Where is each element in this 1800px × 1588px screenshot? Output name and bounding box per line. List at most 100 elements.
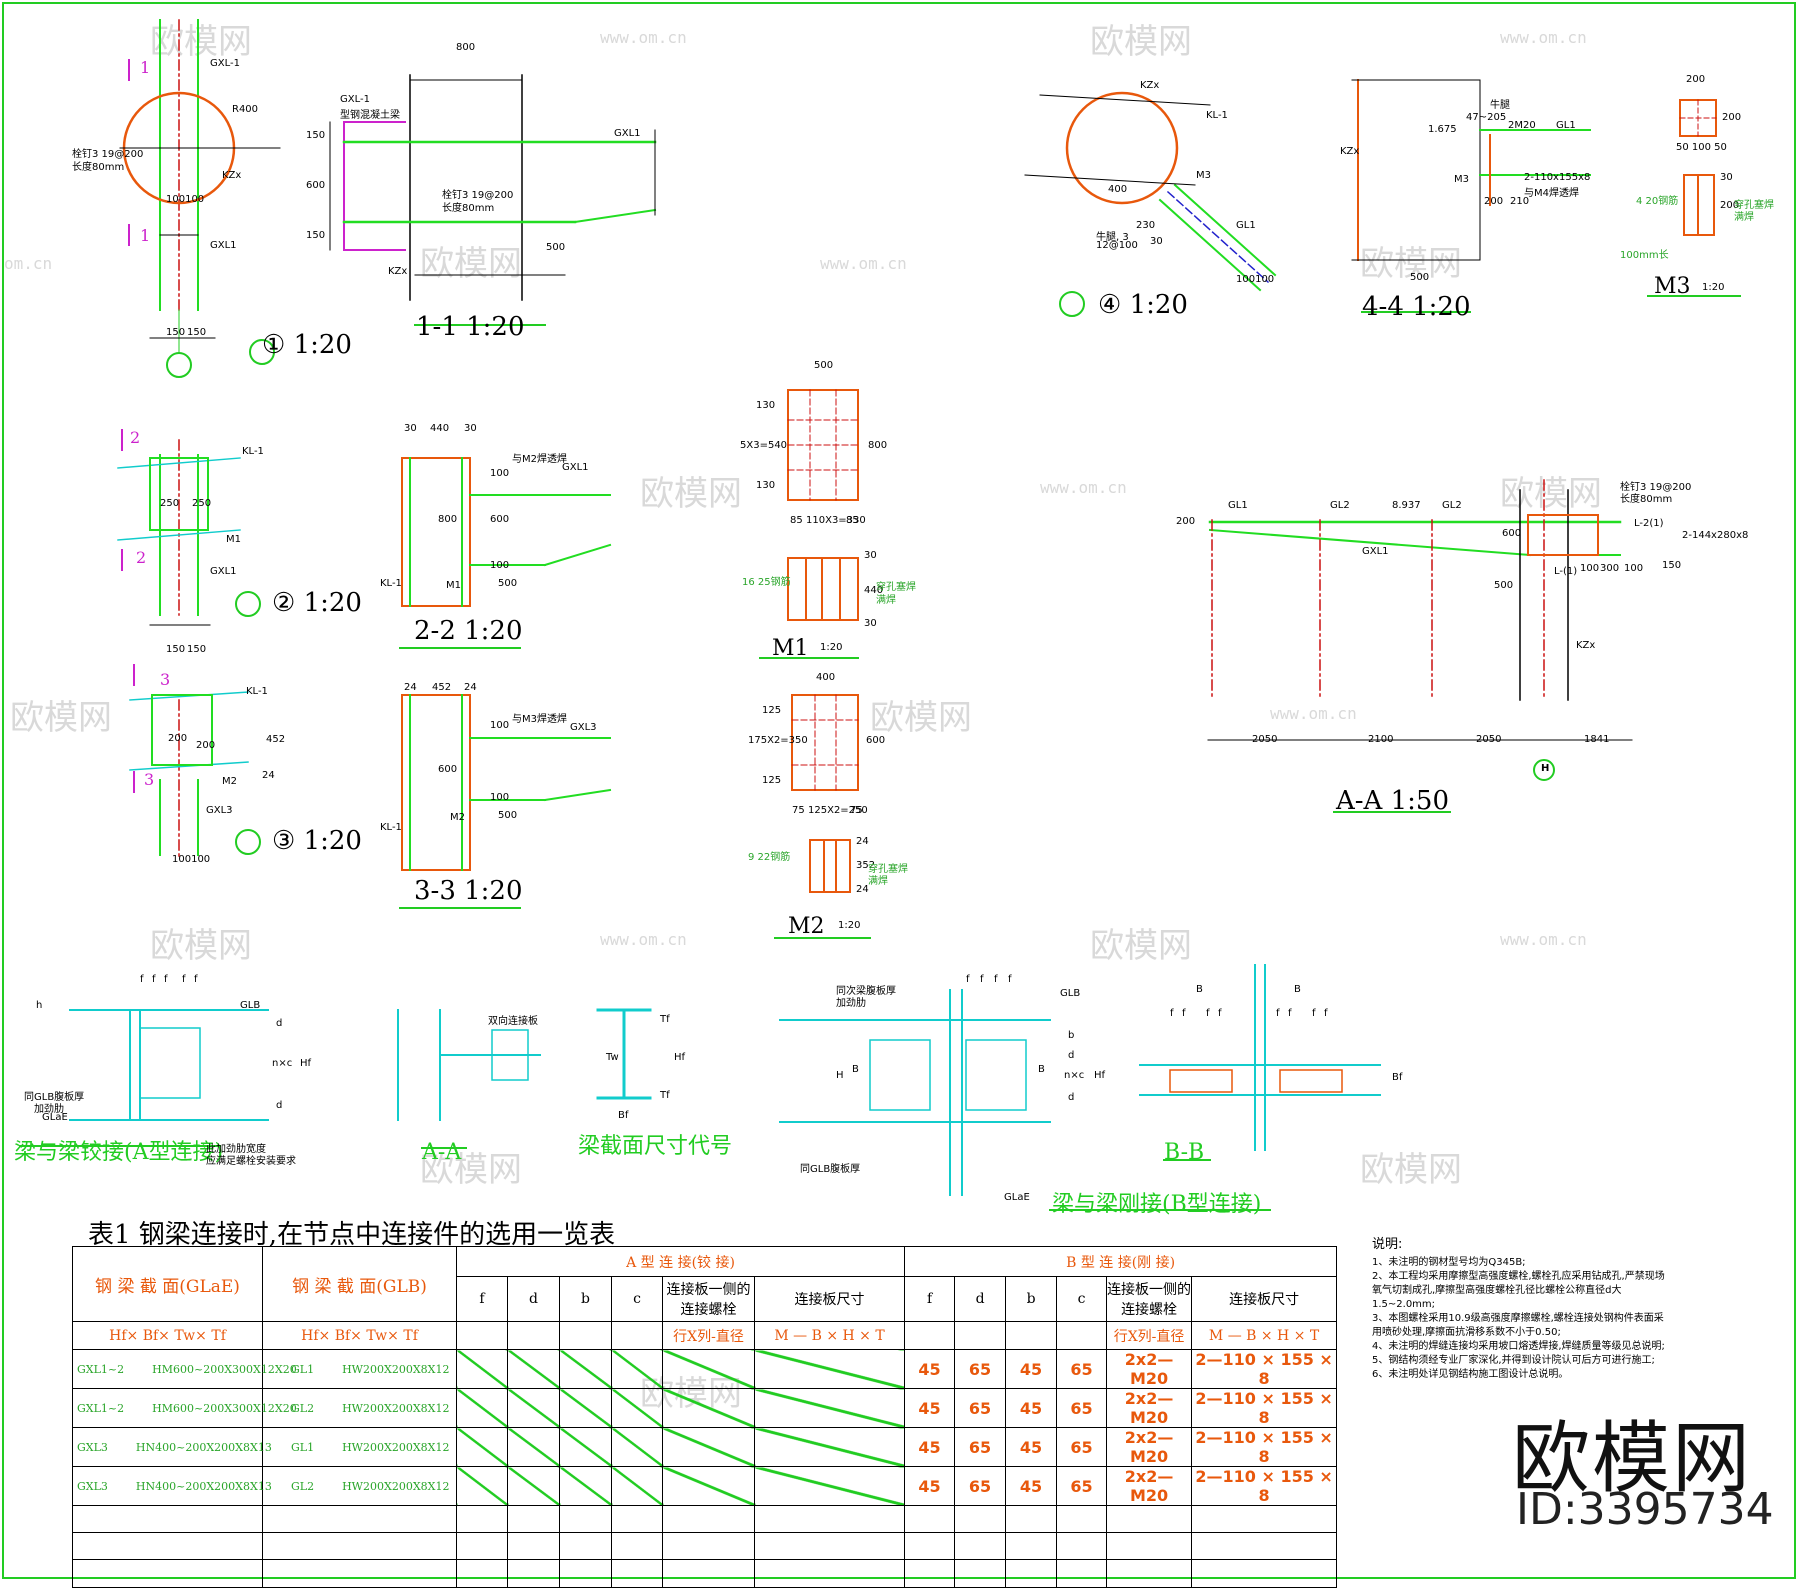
- section-3-3-dim: 452: [432, 682, 452, 693]
- detail-3-dim: 24: [262, 770, 275, 781]
- section-b-b-dim: f: [1324, 1008, 1328, 1019]
- section-2-2-title: 2-2 1:20: [414, 616, 523, 646]
- plate-m3-graphic: [1647, 99, 1741, 297]
- cell-b-d: 65: [954, 1349, 1007, 1389]
- rigid-joint-dim: n×c: [1064, 1070, 1085, 1081]
- watermark: 欧模网: [870, 698, 972, 738]
- cell-a-empty: [507, 1388, 560, 1428]
- watermark: 欧模网: [150, 926, 252, 966]
- detail-3-dim: 200: [196, 740, 216, 751]
- cell-a-empty: [456, 1466, 508, 1506]
- plate-m1-note: 满焊: [876, 595, 896, 606]
- sub-bolt: 连接板一侧的连接螺栓: [1106, 1276, 1193, 1322]
- section-4-4-note: GL1: [1556, 120, 1576, 131]
- elevation-a-a-title: A-A 1:50: [1336, 786, 1449, 816]
- section-4-4-note: 2-110x155x8: [1524, 172, 1591, 183]
- col-glae-header: 钢 梁 截 面(GLaE): [72, 1246, 263, 1322]
- table-empty-row: [72, 1559, 1338, 1588]
- detail-3-note: KL-1: [246, 686, 268, 697]
- plate-m3-note: 100mm长: [1620, 250, 1669, 261]
- section-2-2-note: 与M2焊透焊: [512, 454, 567, 465]
- plate-m3-note: 4 20钢筋: [1636, 196, 1679, 207]
- plate-m2-dim: 125X2=250: [808, 805, 868, 816]
- rigid-joint-note: GLB: [1060, 988, 1081, 999]
- section-mark: 1: [140, 58, 151, 77]
- rigid-joint-dim: d: [1068, 1050, 1075, 1061]
- sub-d: d: [954, 1276, 1007, 1322]
- section-2-2-dim: 100: [490, 560, 510, 571]
- beam-section-dim: Hf: [674, 1052, 686, 1063]
- section-b-b-dim: Bf: [1392, 1072, 1403, 1083]
- section-4-4-graphic: [1351, 79, 1591, 313]
- glb-name: GL1: [291, 1362, 315, 1376]
- cell-b-plate: 2—110 × 155 × 8: [1191, 1349, 1338, 1389]
- glb-name: GL2: [291, 1479, 315, 1493]
- section-b-b-dim: f: [1206, 1008, 1210, 1019]
- note-item: 3、本图螺栓采用10.9级高强度摩擦螺栓,螺栓连接处钢构件表面采用喷砂处理,摩擦…: [1372, 1313, 1664, 1338]
- section-4-4-dim: 210: [1510, 196, 1530, 207]
- plate-m2-dim: 352: [856, 860, 876, 871]
- section-b-b-dim: f: [1182, 1008, 1186, 1019]
- rigid-joint-note: GLaE: [1004, 1192, 1030, 1203]
- section-1-1-graphic: [329, 74, 657, 326]
- hinge-joint-dim: h: [36, 1000, 43, 1011]
- section-1-1-note: GXL1: [614, 128, 641, 139]
- detail-4-dim: 100100: [1236, 274, 1275, 285]
- group-b-header: B 型 连 接(刚 接): [904, 1246, 1338, 1277]
- plate-m3-note: 满焊: [1734, 212, 1754, 223]
- section-1-1-dim: 150: [306, 130, 326, 141]
- section-3-3-note: M2: [450, 812, 465, 823]
- glae-name: GXL3: [77, 1440, 108, 1454]
- fmt-plate: M — B × H × T: [1191, 1321, 1338, 1350]
- glae-section: HN400~200X200X8X13: [135, 1479, 272, 1493]
- sub-plate: 连接板尺寸: [753, 1276, 906, 1322]
- cell-b-c: 65: [1056, 1388, 1108, 1428]
- section-4-4-dim: 1.675: [1428, 124, 1457, 135]
- elevation-a-a-note: GL2: [1442, 500, 1462, 511]
- fmt-plate: M — B × H × T: [753, 1321, 906, 1350]
- cell-b-plate: 2—110 × 155 × 8: [1191, 1466, 1338, 1506]
- note-item: 6、未注明处详见钢结构施工图设计总说明。: [1372, 1369, 1569, 1380]
- elevation-a-a-note: GL2: [1330, 500, 1350, 511]
- glae-name: GXL3: [77, 1479, 108, 1493]
- detail-4-dim: 230: [1136, 220, 1156, 231]
- plate-m2-dim: 400: [816, 672, 836, 683]
- detail-4-note: 12@100: [1096, 240, 1138, 251]
- plate-m1-dim: 800: [868, 440, 888, 451]
- elevation-a-a-dim: 600: [1502, 528, 1522, 539]
- fmt-glb: Hf× Bf× Tw× Tf: [262, 1321, 457, 1350]
- plate-m2-dim: 75: [850, 805, 863, 816]
- section-1-1-dim: 600: [306, 180, 326, 191]
- hinge-joint-dim: f: [164, 974, 168, 985]
- hinge-joint-dim: n×c: [272, 1058, 293, 1069]
- cell-a-empty: [662, 1427, 755, 1467]
- cell-a-empty: [662, 1349, 755, 1389]
- hinge-joint-note: 应满足螺栓安装要求: [206, 1156, 296, 1167]
- detail-2-note: KL-1: [242, 446, 264, 457]
- plate-m1-dim: 110X3=330: [806, 515, 866, 526]
- table-subheader-row: f d b c 连接板一侧的连接螺栓 连接板尺寸 f d b c 连接板一侧的连…: [73, 1276, 1338, 1322]
- section-4-4-dim: 2M20: [1508, 120, 1536, 131]
- detail-1-dim: 100100: [166, 194, 205, 205]
- section-b-b-dim: f: [1288, 1008, 1292, 1019]
- section-b-b-dim: f: [1276, 1008, 1280, 1019]
- elevation-a-a-note: GXL1: [1362, 546, 1389, 557]
- hinge-joint-dim: d: [276, 1100, 283, 1111]
- detail-1-dim: 150: [166, 327, 186, 338]
- watermark: 欧模网: [420, 244, 522, 284]
- section-3-3-note: GXL3: [570, 722, 597, 733]
- section-mark: 2: [130, 428, 141, 447]
- detail-1-title: ① 1:20: [262, 330, 352, 360]
- cell-b-b: 45: [1005, 1427, 1058, 1467]
- cell-b-bolt: 2x2—M20: [1106, 1466, 1193, 1506]
- plate-m2-dim: 125: [762, 775, 782, 786]
- col-glb-header: 钢 梁 截 面(GLB): [262, 1246, 457, 1322]
- plate-m1-dim: 130: [756, 400, 776, 411]
- beam-section-graphic: [596, 1008, 652, 1100]
- watermark: 欧模网: [10, 698, 112, 738]
